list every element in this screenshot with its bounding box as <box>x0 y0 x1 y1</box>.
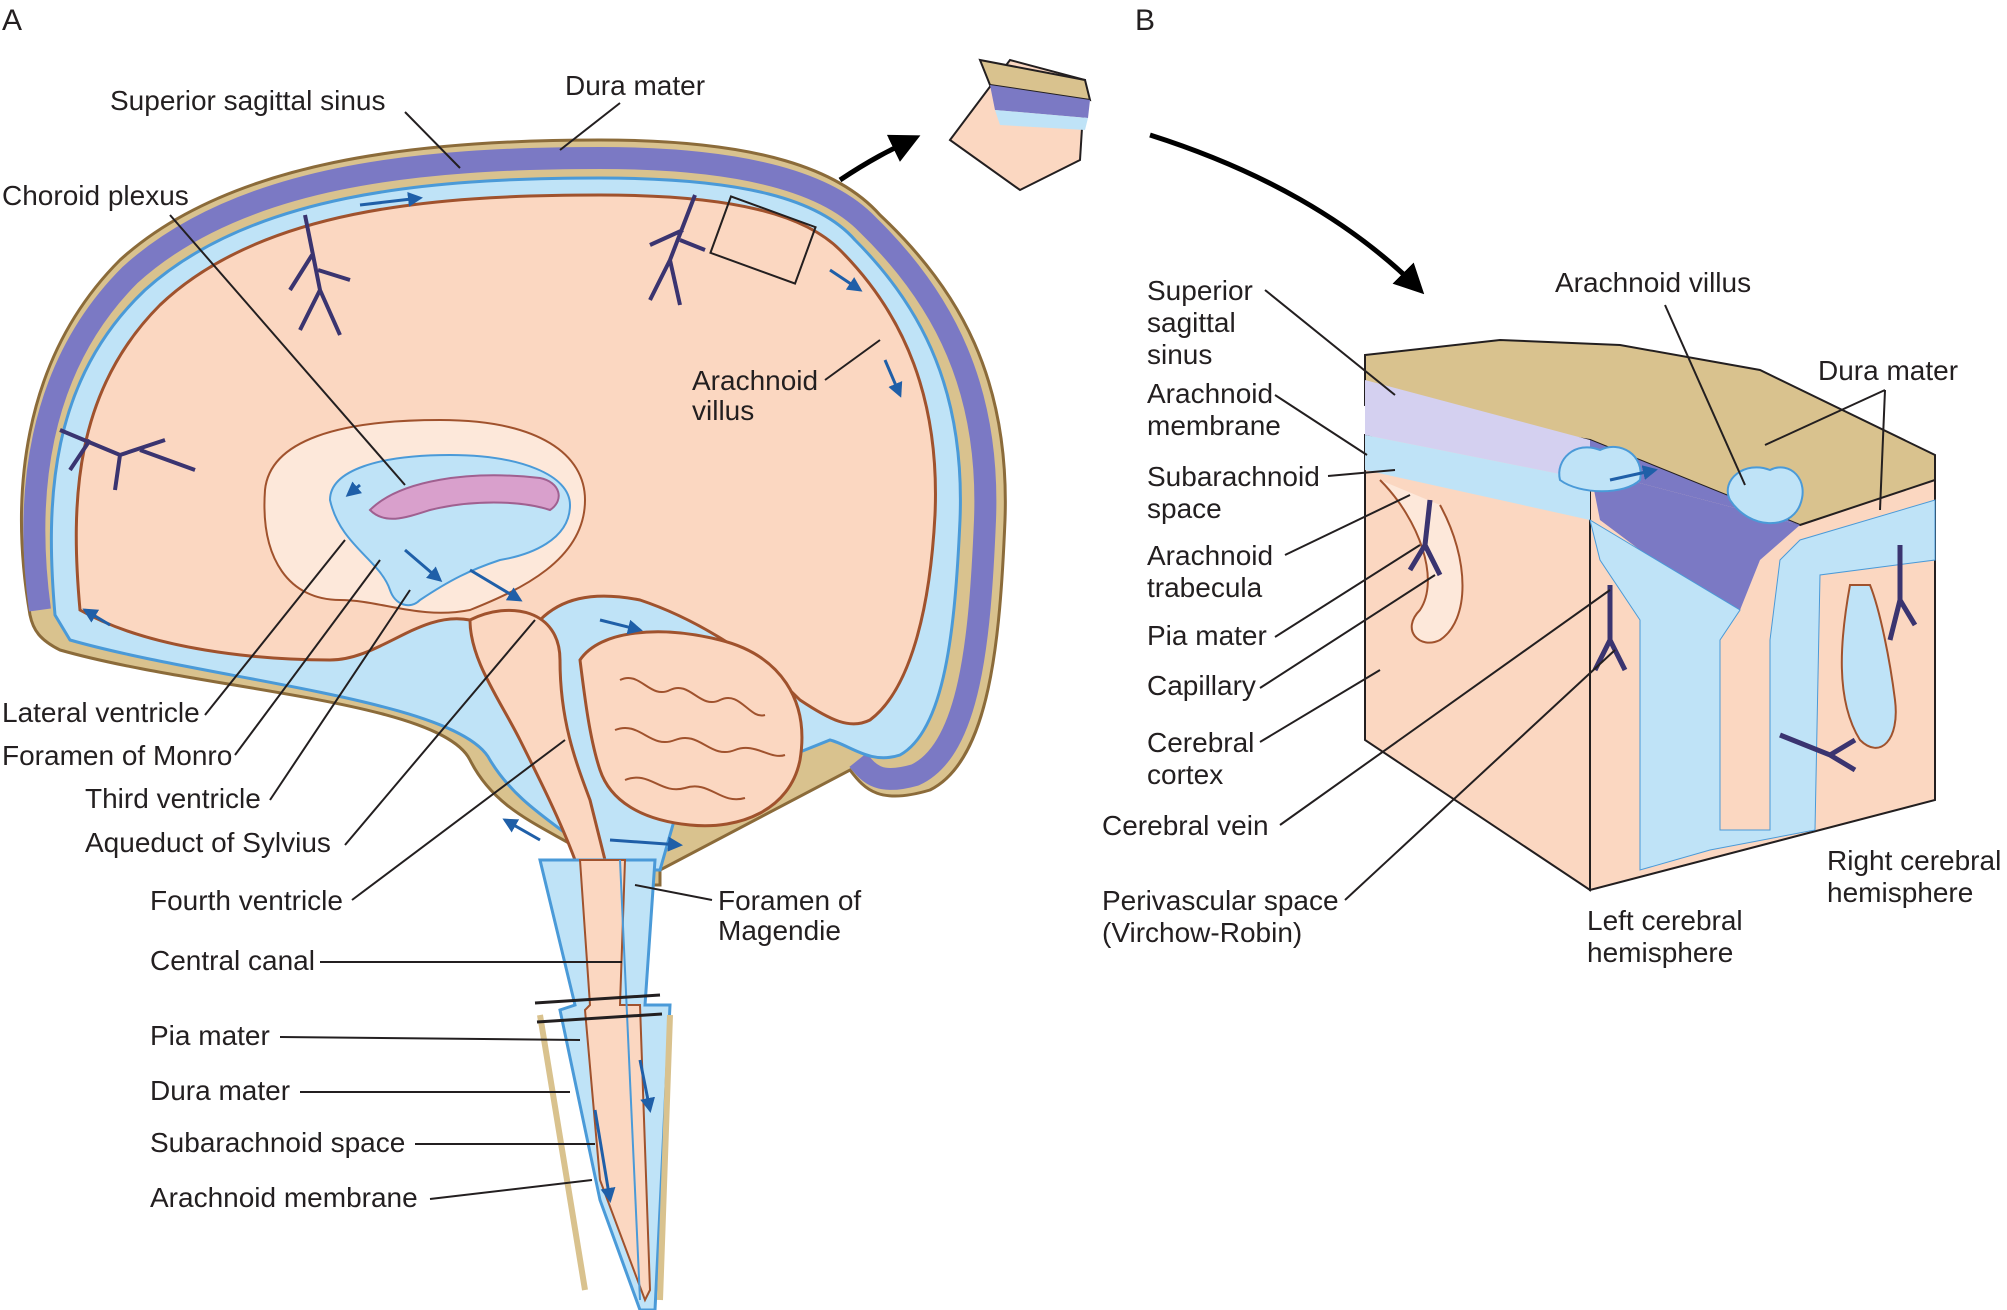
label-b-cortex-2: cortex <box>1147 759 1223 790</box>
label-b-right-hemisphere-1: Right cerebral <box>1827 845 2001 876</box>
panel-b: B <box>1135 4 1936 892</box>
leader-b-pia-mater <box>1274 544 1421 638</box>
sinus-band <box>23 146 997 790</box>
label-b-arachnoid-membrane-2: membrane <box>1147 410 1281 441</box>
cord-break-upper <box>534 993 661 1005</box>
small-block-thumbnail <box>948 58 1092 192</box>
leader-b-sinus <box>1264 289 1396 396</box>
cerebellum-folia <box>614 677 786 801</box>
label-b-arachnoid-villus: Arachnoid villus <box>1555 267 1751 298</box>
leader-third-ventricle <box>269 589 411 801</box>
leader-b-arachnoid-villus <box>1664 304 1746 486</box>
leader-b-perivascular <box>1344 649 1616 901</box>
leader-fourth-ventricle <box>351 739 566 901</box>
label-b-cerebral-vein: Cerebral vein <box>1102 810 1269 841</box>
label-third-ventricle: Third ventricle <box>85 783 261 814</box>
label-b-pia-mater: Pia mater <box>1147 620 1267 651</box>
leader-superior-sagittal-sinus <box>404 111 461 169</box>
label-b-arachnoid-membrane-1: Arachnoid <box>1147 378 1273 409</box>
label-arachnoid-villus-2: villus <box>692 395 754 426</box>
label-b-perivascular-1: Perivascular space <box>1102 885 1339 916</box>
label-dura-mater-cord: Dura mater <box>150 1075 290 1106</box>
panel-a-letter: A <box>2 4 22 37</box>
leader-pia-mater <box>279 1036 581 1041</box>
panel-a-labels: Superior sagittal sinus Dura mater Choro… <box>2 70 881 1213</box>
leader-aqueduct-of-sylvius <box>344 619 536 846</box>
inset-arrow <box>838 134 921 183</box>
leader-dura-mater-top <box>559 102 621 151</box>
leader-b-subarachnoid <box>1327 469 1396 477</box>
inset-box <box>709 195 817 285</box>
leader-b-trabecula <box>1284 494 1411 556</box>
arachnoid-villus-shape-1 <box>1558 445 1642 493</box>
cord-break-lower <box>536 1012 663 1024</box>
front-sulcus <box>1379 479 1464 644</box>
right-sulcus <box>1840 584 1897 749</box>
leader-b-dura-1 <box>1764 389 1886 446</box>
choroid-plexus-shape <box>368 474 560 520</box>
label-arachnoid-villus-1: Arachnoid <box>692 365 818 396</box>
label-b-cortex-1: Cerebral <box>1147 727 1254 758</box>
label-b-sinus: sinus <box>1147 339 1212 370</box>
midline-csf <box>1589 499 1936 871</box>
cortical-veins <box>59 194 706 491</box>
label-b-perivascular-2: (Virchow-Robin) <box>1102 917 1302 948</box>
label-b-subarachnoid-1: Subarachnoid <box>1147 461 1320 492</box>
leader-foramen-of-monro <box>234 559 381 756</box>
label-subarachnoid-space: Subarachnoid space <box>150 1127 405 1158</box>
label-fourth-ventricle: Fourth ventricle <box>150 885 343 916</box>
panel-b-letter: B <box>1135 4 1155 37</box>
leader-foramen-of-magendie <box>634 884 713 901</box>
leader-b-cortex <box>1259 669 1381 743</box>
block-sinus-front <box>1365 380 1590 480</box>
label-b-subarachnoid-2: space <box>1147 493 1222 524</box>
label-b-dura-mater: Dura mater <box>1818 355 1958 386</box>
label-foramen-of-magendie-1: Foramen of <box>718 885 861 916</box>
label-choroid-plexus: Choroid plexus <box>2 180 189 211</box>
label-b-left-hemisphere-1: Left cerebral <box>1587 905 1743 936</box>
sinus-wedge <box>1590 470 1800 610</box>
label-b-capillary: Capillary <box>1147 670 1256 701</box>
label-b-trabecula-2: trabecula <box>1147 572 1263 603</box>
label-central-canal: Central canal <box>150 945 315 976</box>
leader-b-arachnoid-membrane <box>1274 394 1368 456</box>
label-b-right-hemisphere-2: hemisphere <box>1827 877 1973 908</box>
label-foramen-of-magendie-2: Magendie <box>718 915 841 946</box>
label-aqueduct-of-sylvius: Aqueduct of Sylvius <box>85 827 331 858</box>
label-b-left-hemisphere-2: hemisphere <box>1587 937 1733 968</box>
arachnoid-villus-shape-2 <box>1726 466 1804 525</box>
leader-lateral-ventricle <box>204 539 346 716</box>
csf-flow-arrows <box>82 191 903 1203</box>
label-pia-mater: Pia mater <box>150 1020 270 1051</box>
leader-arachnoid-membrane <box>429 1179 593 1200</box>
label-dura-mater-top: Dura mater <box>565 70 705 101</box>
spinal-dura <box>537 1014 673 1301</box>
big-curved-arrow <box>1149 132 1425 295</box>
label-foramen-of-monro: Foramen of Monro <box>2 740 232 771</box>
brainstem <box>468 608 607 862</box>
label-lateral-ventricle: Lateral ventricle <box>2 697 200 728</box>
villus-arrow <box>1609 465 1658 482</box>
label-b-trabecula-1: Arachnoid <box>1147 540 1273 571</box>
label-b-superior: Superior <box>1147 275 1253 306</box>
leader-choroid-plexus <box>169 214 406 486</box>
leader-b-capillary <box>1259 574 1436 689</box>
panel-b-labels: Superior sagittal sinus Arachnoid villus… <box>1102 267 2001 968</box>
label-arachnoid-membrane: Arachnoid membrane <box>150 1182 418 1213</box>
leader-b-cerebral-vein <box>1279 589 1611 826</box>
block-vessels <box>1407 499 1918 773</box>
label-b-sagittal: sagittal <box>1147 307 1236 338</box>
leader-arachnoid-villus <box>824 339 881 381</box>
label-superior-sagittal-sinus: Superior sagittal sinus <box>110 85 385 116</box>
leader-b-dura-2 <box>1879 389 1886 511</box>
central-canal-line <box>619 859 641 1301</box>
front-subarachnoid <box>1365 435 1590 520</box>
